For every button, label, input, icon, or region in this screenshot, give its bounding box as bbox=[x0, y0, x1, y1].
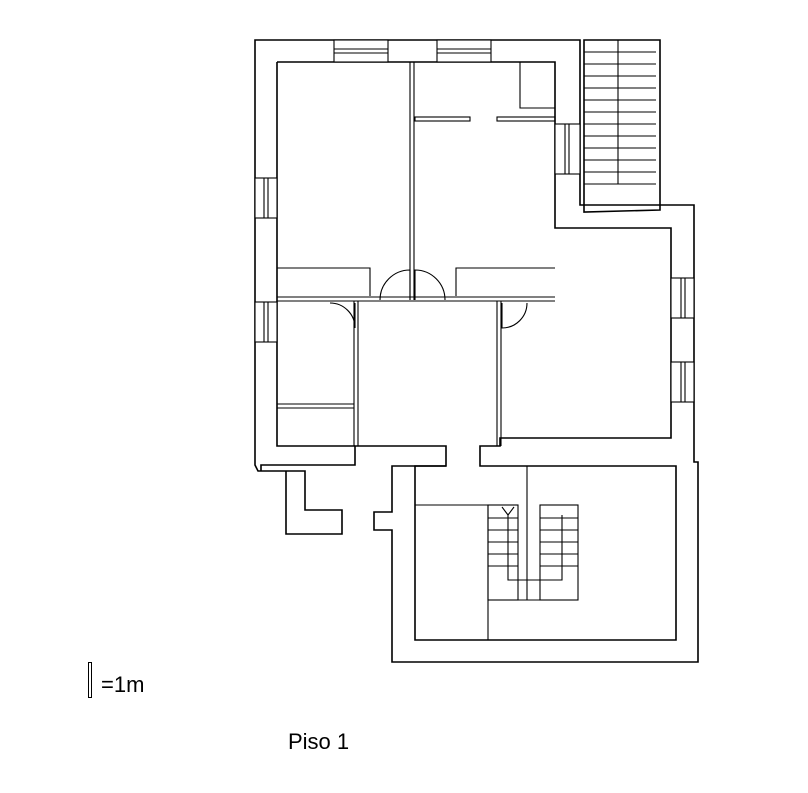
window-west-2 bbox=[254, 301, 278, 343]
south-annex bbox=[415, 466, 578, 640]
window-north-1 bbox=[333, 39, 389, 63]
staircase-exterior bbox=[583, 39, 661, 213]
window-east-2 bbox=[670, 361, 695, 403]
window-east-upper bbox=[554, 123, 581, 175]
door-swings bbox=[329, 269, 528, 329]
window-west-1 bbox=[254, 177, 278, 219]
interior-partitions bbox=[277, 62, 556, 446]
inner-wall-face bbox=[277, 61, 677, 641]
inner-wall-face-west bbox=[276, 62, 355, 447]
floor-label: Piso 1 bbox=[288, 729, 350, 754]
window-east-1 bbox=[670, 277, 695, 319]
staircase-interior bbox=[487, 504, 579, 601]
outer-wall bbox=[254, 39, 699, 663]
window-north-2 bbox=[436, 39, 492, 63]
scale-bar-icon bbox=[88, 662, 92, 698]
scale-label: =1m bbox=[101, 672, 145, 697]
